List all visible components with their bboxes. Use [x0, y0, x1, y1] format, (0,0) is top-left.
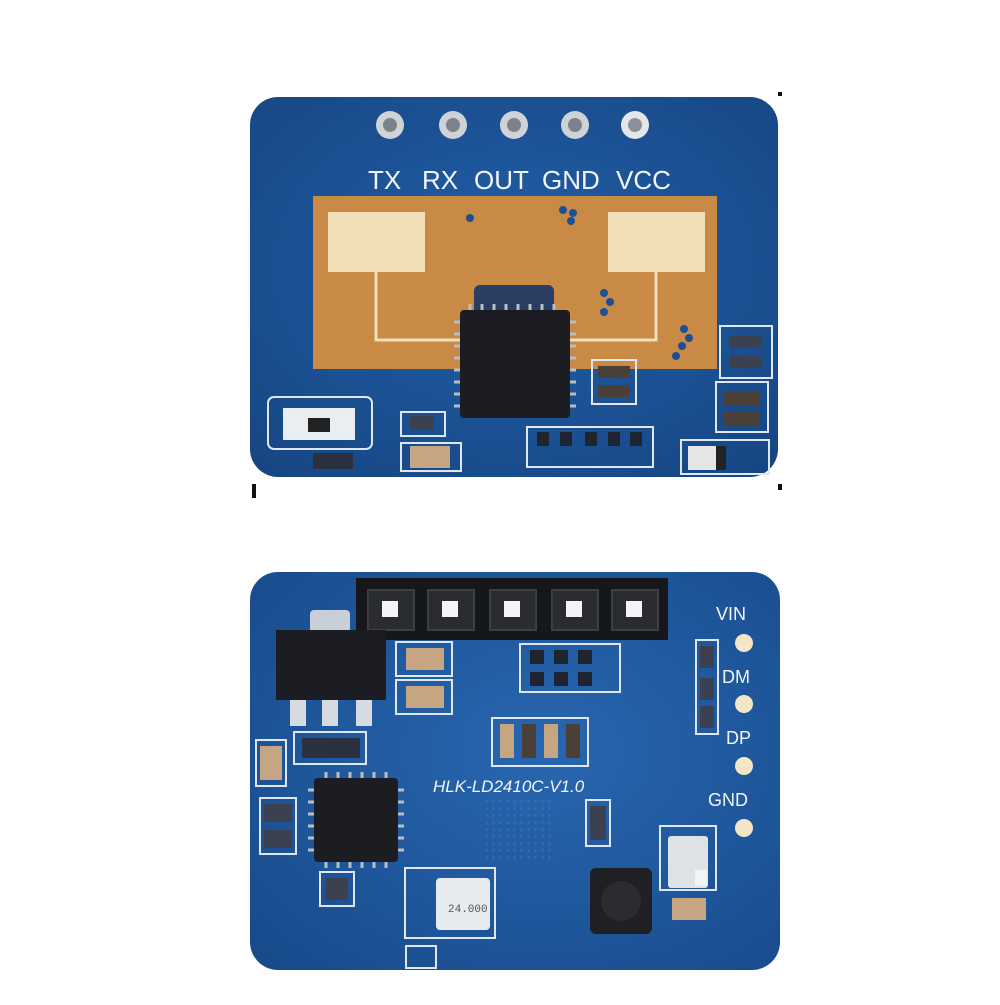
- header-sockets: [367, 589, 659, 631]
- bottom-module-board: VIN DM DP GND HLK-LD2410C-V1.0 24.000: [250, 572, 780, 970]
- crystal-footprint: [404, 867, 496, 939]
- pin-label-gnd: GND: [542, 165, 600, 195]
- capacitor-2: [406, 686, 444, 708]
- mcu-pins: [308, 772, 404, 868]
- header-pin-tips: [382, 601, 642, 617]
- pad-label-gnd: GND: [708, 790, 748, 810]
- pin-tx: [376, 111, 404, 139]
- header-pins: [376, 111, 649, 139]
- pin-gnd: [561, 111, 589, 139]
- pad-vin: [735, 634, 753, 652]
- pin-rx: [439, 111, 467, 139]
- antenna-pad-left: [328, 212, 425, 272]
- pad-label-dm: DM: [722, 667, 750, 687]
- crystal-label: 24.000: [448, 904, 488, 916]
- crystal: [436, 878, 490, 930]
- top-radar-board: TX RX OUT GND VCC: [250, 97, 778, 477]
- test-pads: [735, 634, 753, 837]
- regulator-leads: [290, 700, 372, 726]
- via-grid: [486, 800, 556, 860]
- model-label: HLK-LD2410C-V1.0: [433, 777, 585, 796]
- voltage-regulator: [276, 630, 386, 700]
- feed-line-right: [560, 272, 658, 342]
- capacitor: [410, 446, 450, 468]
- pin-label-rx: RX: [422, 165, 458, 195]
- pin-label-tx: TX: [368, 165, 401, 195]
- antenna-pad-right: [608, 212, 705, 272]
- pad-label-dp: DP: [726, 728, 751, 748]
- pin-label-out: OUT: [474, 165, 529, 195]
- radar-chip-pins: [454, 304, 576, 408]
- mcu-chip: [314, 778, 398, 862]
- feed-line-left: [374, 272, 470, 342]
- pin-label-vcc: VCC: [616, 165, 671, 195]
- bottom-smd-parts: [260, 646, 714, 920]
- bottom-silkscreen-footprints: [255, 639, 719, 969]
- top-smd-parts: [283, 336, 762, 470]
- pad-gnd: [735, 819, 753, 837]
- corner-marks: [252, 92, 782, 498]
- radar-chip: [460, 310, 570, 418]
- pad-dp: [735, 757, 753, 775]
- pad-dm: [735, 695, 753, 713]
- pad-label-vin: VIN: [716, 604, 746, 624]
- capacitor-1: [406, 648, 444, 670]
- top-silkscreen-footprints: [267, 325, 773, 475]
- pin-vcc: [621, 111, 649, 139]
- pin-out: [500, 111, 528, 139]
